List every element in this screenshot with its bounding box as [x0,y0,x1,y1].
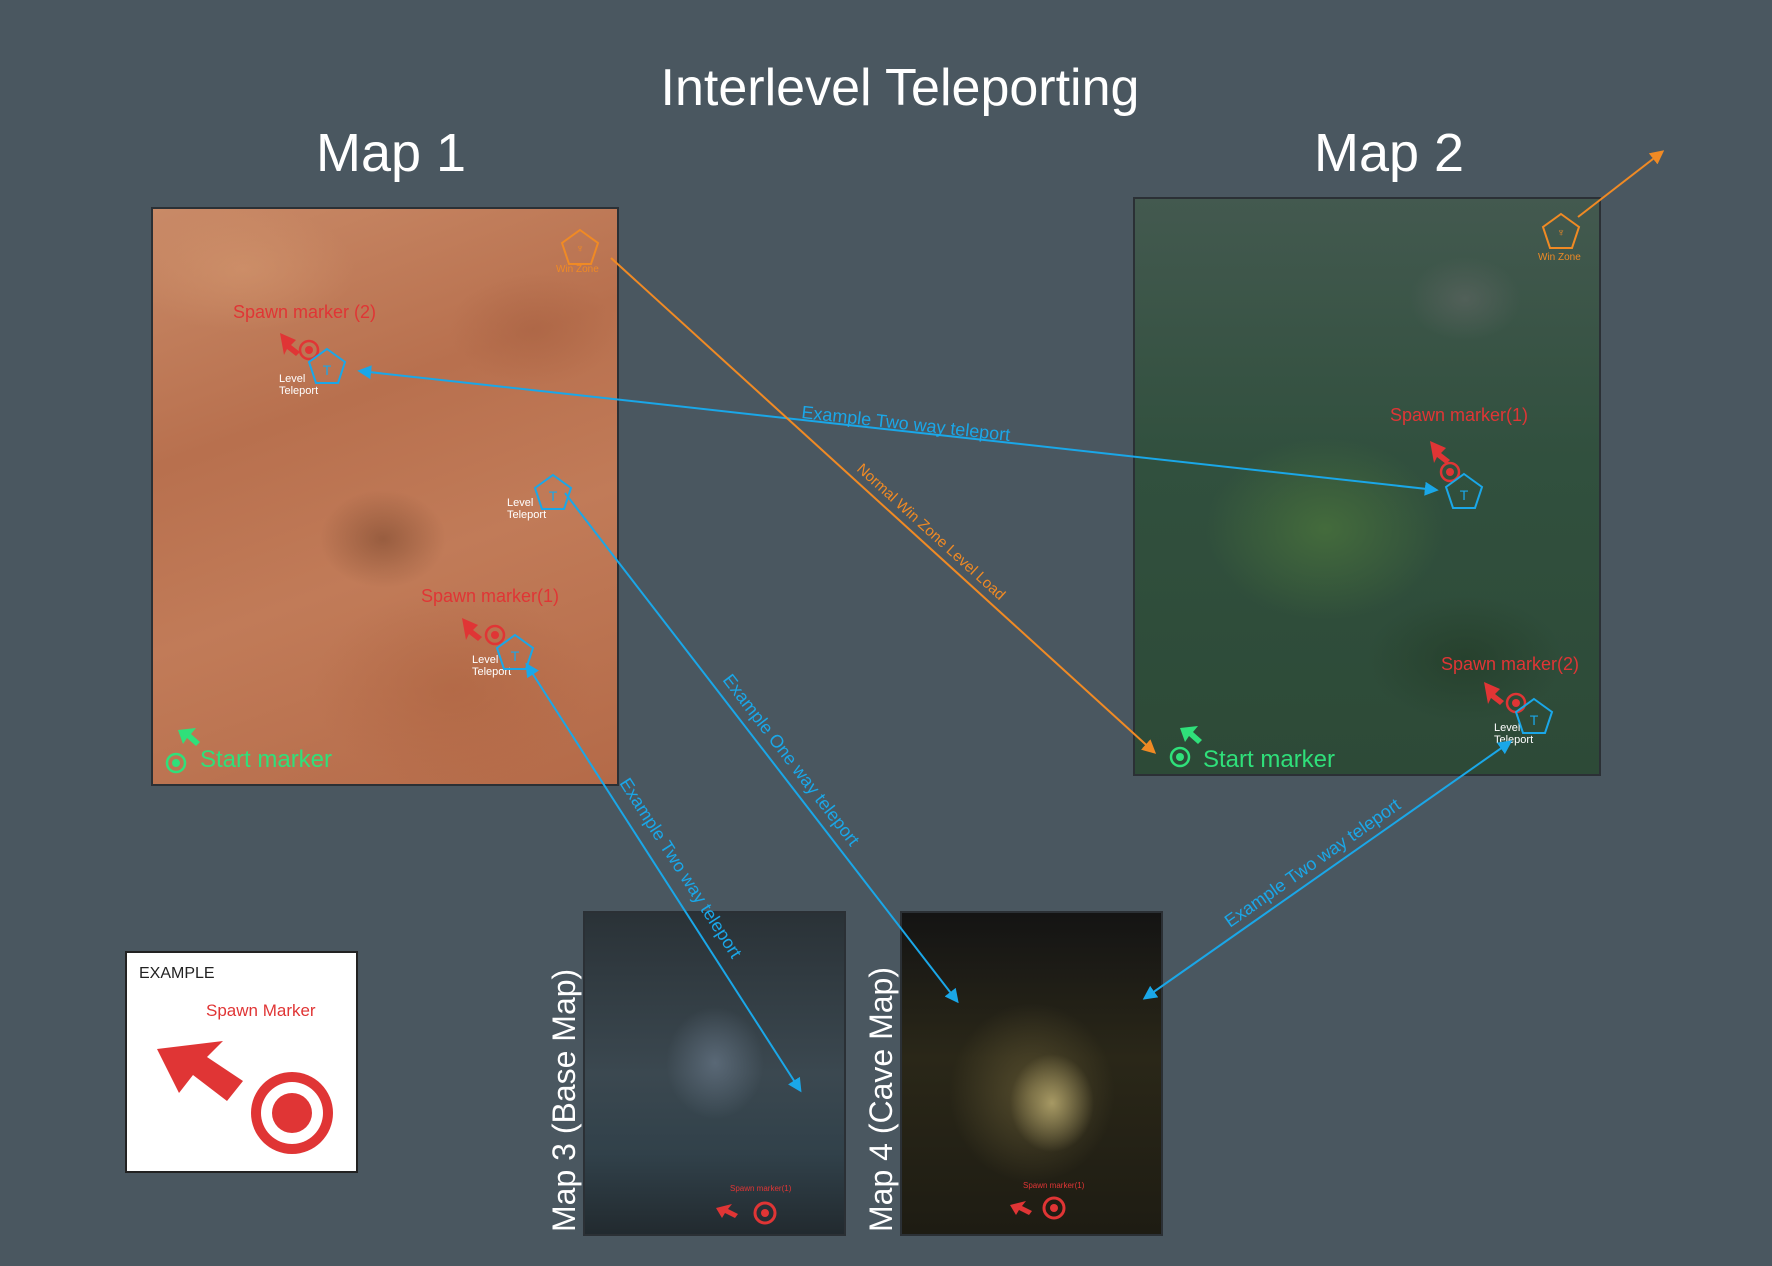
map1-level-teleport-icon-c: T [495,633,535,670]
connection-two-way-map4 [1142,740,1513,1000]
connection-label-one-way: Example One way teleport [719,670,864,849]
legend-spawn-label: Spawn Marker [206,1001,316,1020]
connection-two-way-top [357,365,1439,496]
map2-spawn-marker-1-icon [1430,441,1461,483]
svg-text:♆: ♆ [576,243,584,255]
connection-label-two-way-map4: Example Two way teleport [1221,795,1404,932]
map2-heading: Map 2 [1314,123,1465,183]
connection-win-zone-load [610,257,1157,754]
connection-win-zone-exit [1577,150,1665,218]
map2-level-teleport-icon-b: T [1514,697,1554,734]
map3-spawn-marker-label: Spawn marker(1) [730,1184,792,1193]
svg-text:T: T [511,648,520,664]
connection-two-way-map3 [525,662,802,1093]
legend-box: EXAMPLE Spawn Marker [125,951,358,1173]
map1-level-teleport-icon-b: T [533,473,573,510]
connection-label-two-way-map3: Example Two way teleport [616,774,746,961]
map1-start-marker-label: Start marker [200,746,333,773]
map2-win-zone-icon: ♆ [1541,212,1581,249]
map1-win-zone-label: Win Zone [556,264,599,275]
svg-text:T: T [323,362,332,378]
map1-spawn-marker-2-label: Spawn marker (2) [233,302,377,322]
diagram-title: Interlevel Teleporting [660,59,1140,117]
map4-image [900,911,1163,1236]
connection-label-win-zone: Normal Win Zone Level Load [853,460,1008,603]
map1-win-zone-icon: ♆ [560,228,600,265]
map2-win-zone-label: Win Zone [1538,252,1581,263]
svg-text:♆: ♆ [1557,227,1565,239]
map1-level-teleport-icon-a: T [307,347,347,384]
map1-spawn-marker-1-icon [462,618,506,646]
map1-start-marker-icon [165,728,200,774]
svg-text:T: T [1530,712,1539,728]
map2-spawn-marker-2-label: Spawn marker(2) [1441,654,1580,674]
map2-level-teleport-icon-a: T [1444,472,1484,509]
map4-spawn-marker-icon [1010,1196,1066,1220]
map1-spawn-marker-2-icon [280,333,320,361]
connection-one-way [564,492,959,1004]
map2-spawn-marker-2-icon [1484,682,1527,714]
svg-text:T: T [549,488,558,504]
map3-spawn-marker-icon [716,1201,777,1225]
legend-title: EXAMPLE [139,965,215,982]
map4-spawn-marker-label: Spawn marker(1) [1023,1181,1085,1190]
connection-label-two-way-top: Example Two way teleport [801,402,1012,445]
map2-start-marker-icon [1169,726,1202,768]
map1-spawn-marker-1-label: Spawn marker(1) [421,586,560,606]
map1-heading: Map 1 [316,123,467,183]
svg-text:T: T [1460,487,1469,503]
legend-spawn-icon [157,1041,333,1154]
